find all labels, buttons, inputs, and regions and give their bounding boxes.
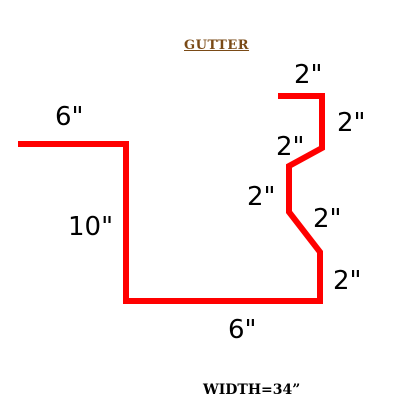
dim-inner-diag-lower: 2" (313, 204, 342, 234)
total-width-label: WIDTH=34” (203, 382, 301, 398)
dim-right-lower: 2" (333, 266, 362, 296)
dim-inner-vertical: 2" (247, 182, 276, 212)
dim-inner-diag-upper: 2" (276, 132, 305, 162)
gutter-profile-line (18, 93, 325, 304)
diagram-title: GUTTER (184, 38, 250, 53)
dim-top-right: 2" (294, 60, 323, 90)
dim-top-left: 6" (55, 102, 84, 132)
dim-bottom: 6" (228, 315, 257, 345)
dim-right-upper: 2" (337, 108, 366, 138)
dim-left-vertical: 10" (68, 212, 114, 242)
